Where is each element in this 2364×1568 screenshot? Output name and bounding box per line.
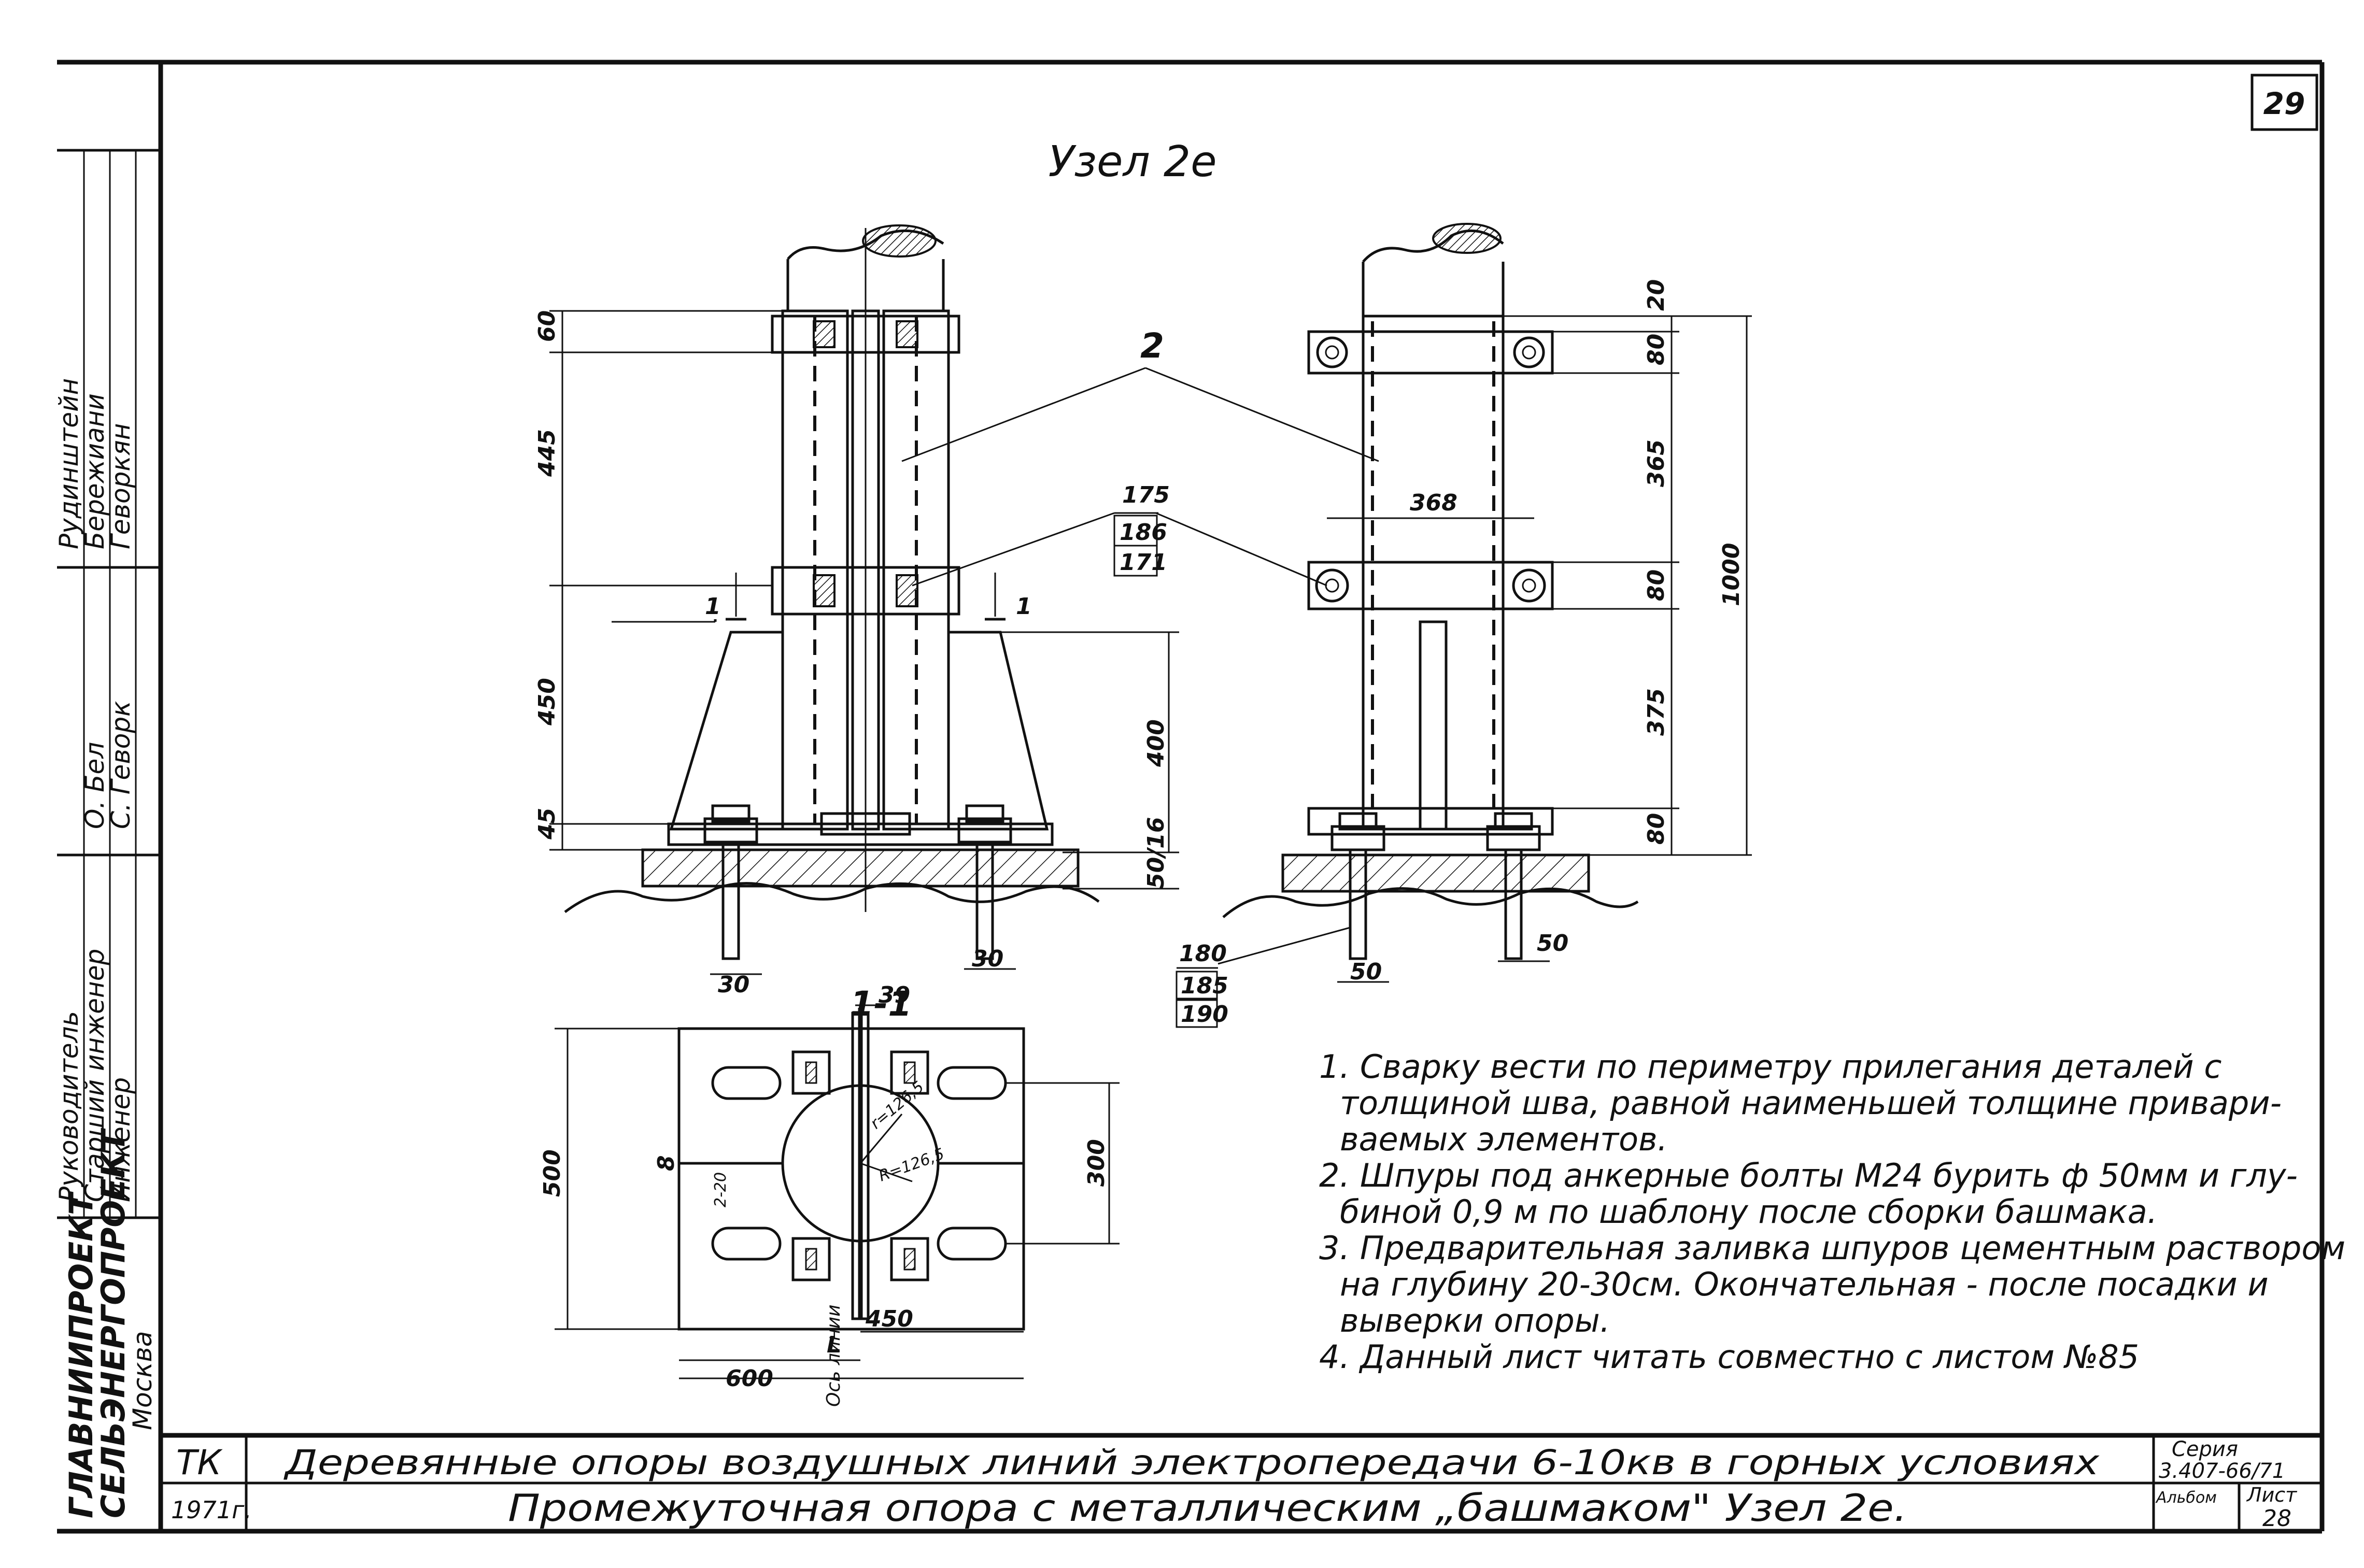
stamp-role-1: Руководитель xyxy=(54,1011,84,1202)
stamp-org-line1: ГЛАВНИИПРОЕКТ xyxy=(62,1191,100,1518)
stamp-role-2: Старший инженер xyxy=(80,949,110,1202)
dim-50-16: 50/16 xyxy=(1143,817,1169,889)
note-line-5: биной 0,9 м по шаблону после сборки башм… xyxy=(1340,1193,2157,1231)
stamp-org-city: Москва xyxy=(128,1331,158,1430)
tb-line1: Деревянные опоры воздушных линий электро… xyxy=(283,1443,2100,1483)
dim-50-right: 50 xyxy=(1537,930,1568,957)
tb-sheet-value: 28 xyxy=(2262,1505,2291,1532)
bolt-icon xyxy=(813,320,918,607)
stamp-name-1: Рудинштейн xyxy=(54,378,84,549)
side-view: 368 20 80 365 80 375 80 1000 50 50 xyxy=(1222,223,1752,985)
sheet-number-box: 29 xyxy=(2250,74,2318,131)
section-1-1-plan: 1-1 r=126,5 R=126,5 xyxy=(539,982,1120,1407)
dim-80-mid: 80 xyxy=(1643,569,1669,601)
dim-80-top: 80 xyxy=(1643,334,1669,365)
dim-50-left: 50 xyxy=(1350,959,1382,985)
stamp-name-2: Бережиани xyxy=(80,393,110,549)
stamp-role-3: Инженер xyxy=(106,1077,136,1202)
dim-400: 400 xyxy=(1143,719,1169,767)
dim-30-left: 30 xyxy=(718,972,749,998)
notes: 1. Сварку вести по периметру прилегания … xyxy=(1319,1048,2345,1376)
mark-190: 190 xyxy=(1181,1001,1228,1028)
stamp-org-line2: СЕЛЬЭНЕРГОПРОЕКТ xyxy=(94,1128,132,1518)
mark-175: 175 xyxy=(1122,482,1170,508)
drawing-title: Узел 2е xyxy=(1048,137,1216,187)
dim-365: 365 xyxy=(1643,439,1669,487)
tb-series-value: 3.407-66/71 xyxy=(2159,1459,2285,1483)
mark-186: 186 xyxy=(1120,519,1167,546)
dim-30-right: 30 xyxy=(972,946,1003,972)
dim-300: 300 xyxy=(1083,1139,1110,1187)
side-stamp: Рудинштейн Бережиани Геворкян О. Бел С. … xyxy=(54,149,161,1533)
dim-L: L xyxy=(827,1332,841,1358)
note-line-9: 4. Данный лист читать совместно с листом… xyxy=(1319,1338,2139,1376)
cut-label-left: 1 xyxy=(705,593,721,620)
stamp-name-3: Геворкян xyxy=(106,423,136,549)
dim-39: 39 xyxy=(879,982,910,1008)
dim-368: 368 xyxy=(1410,490,1457,516)
dim-80-bottom: 80 xyxy=(1643,813,1669,845)
axis-label: Ось линии xyxy=(823,1304,844,1407)
position-marks: 2 175 186 171 180 185 190 xyxy=(901,326,1379,1028)
dim-375: 375 xyxy=(1643,688,1669,736)
tb-line2: Промежуточная опора с металлическим „баш… xyxy=(508,1486,1907,1530)
sheet-frame xyxy=(57,60,2325,1534)
tb-album-label: Альбом xyxy=(2155,1489,2217,1507)
sheet-number: 29 xyxy=(2263,86,2305,121)
dim-8: 8 xyxy=(653,1155,680,1171)
clamp-bolt-icon xyxy=(791,1050,929,1281)
tb-series-label: Серия xyxy=(2172,1437,2238,1461)
tb-year: 1971г. xyxy=(171,1496,252,1524)
mark-180: 180 xyxy=(1179,940,1227,967)
mark-plate-2: 2 xyxy=(1140,326,1164,366)
dim-450: 450 xyxy=(534,678,560,726)
front-view: 1 1 60 445 450 45 400 50/16 30 30 xyxy=(534,224,1179,998)
dim-45: 45 xyxy=(534,808,560,840)
note-line-4: 2. Шпуры под анкерные болты М24 бурить ф… xyxy=(1319,1157,2298,1194)
dim-60: 60 xyxy=(534,310,560,342)
note-line-7: на глубину 20-30см. Окончательная - посл… xyxy=(1340,1265,2269,1303)
dim-450-plan: 450 xyxy=(865,1306,913,1332)
anchor-nut-icon xyxy=(703,804,1012,844)
tb-sheet-label: Лист xyxy=(2246,1484,2298,1506)
tb-code: ТК xyxy=(176,1443,223,1483)
cut-label-right: 1 xyxy=(1016,593,1032,620)
note-line-6: 3. Предварительная заливка шпуров цемент… xyxy=(1319,1229,2345,1267)
dim-1000: 1000 xyxy=(1718,543,1745,606)
note-line-1: 1. Сварку вести по периметру прилегания … xyxy=(1319,1048,2221,1086)
note-line-3: ваемых элементов. xyxy=(1340,1120,1667,1158)
mark-185: 185 xyxy=(1181,973,1228,999)
dim-600: 600 xyxy=(726,1365,773,1392)
dim-20: 20 xyxy=(1643,279,1669,311)
note-line-2: толщиной шва, равной наименьшей толщине … xyxy=(1340,1084,2282,1122)
bolt-note: 2-20 xyxy=(712,1172,730,1207)
dim-500: 500 xyxy=(539,1149,565,1197)
title-block: ТК 1971г. Деревянные опоры воздушных лин… xyxy=(171,1437,2298,1532)
dim-445: 445 xyxy=(534,429,560,477)
note-line-8: выверки опоры. xyxy=(1340,1302,1610,1339)
stamp-signature-2: С. Геворк xyxy=(106,701,136,829)
stamp-signature-1: О. Бел xyxy=(80,742,110,829)
mark-171: 171 xyxy=(1120,549,1167,576)
